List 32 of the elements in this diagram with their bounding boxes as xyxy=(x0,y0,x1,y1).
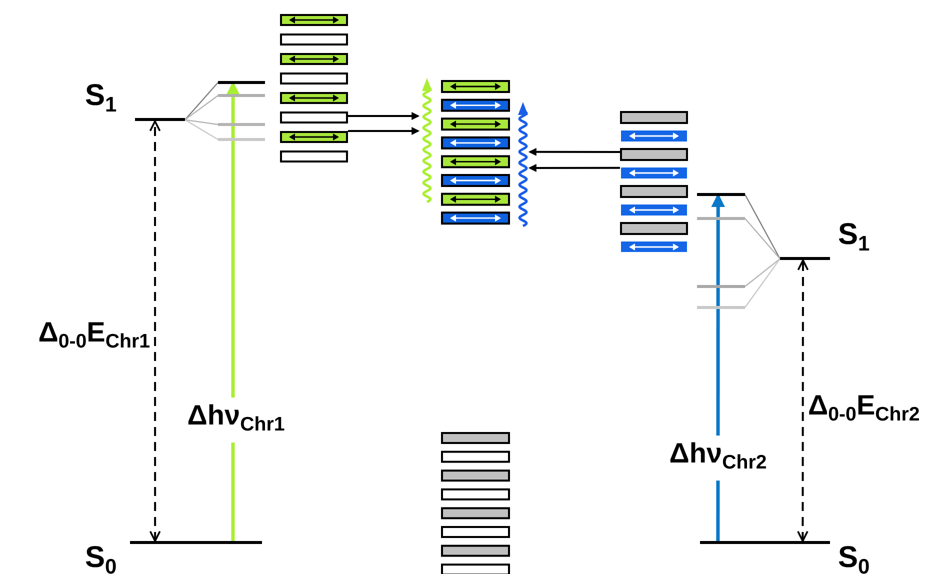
connector-line xyxy=(184,119,218,126)
energy-level-line xyxy=(218,138,265,141)
dashed-arrow xyxy=(149,120,161,542)
state-label: S$_{1}$ xyxy=(838,218,871,258)
arrow xyxy=(348,112,420,120)
energy-level-line xyxy=(697,306,745,309)
chromophore-stack-drawing xyxy=(620,110,689,252)
arrow xyxy=(528,164,620,172)
energy-level-line xyxy=(218,81,265,84)
energy-level-line xyxy=(697,217,745,220)
arrow xyxy=(348,126,420,135)
state-label: S$_{0}$ xyxy=(838,541,871,574)
energy-level-line xyxy=(697,193,745,196)
connector-line xyxy=(184,95,218,120)
state-label: S$_{1}$ xyxy=(85,79,118,118)
chromophore-stack-drawing xyxy=(280,14,348,164)
energy-level-line xyxy=(218,94,265,97)
connector-line xyxy=(744,258,780,308)
chromophore-stack-drawing xyxy=(441,431,511,574)
dashed-arrow xyxy=(797,259,809,542)
connector-line xyxy=(184,119,218,140)
arrow xyxy=(528,148,620,156)
connector-line xyxy=(744,218,780,260)
connector-line xyxy=(744,258,780,287)
connector-line xyxy=(184,82,218,120)
connector-line xyxy=(744,194,781,260)
edge-label: Δhν$_{Chr2}$ xyxy=(669,436,767,480)
energy-level-line xyxy=(697,285,745,288)
energy-level-line xyxy=(218,123,265,126)
excitation-arrow xyxy=(226,81,240,541)
edge-label: Δhν$_{Chr1}$ xyxy=(187,398,285,442)
state-label: S$_{0}$ xyxy=(85,541,118,574)
